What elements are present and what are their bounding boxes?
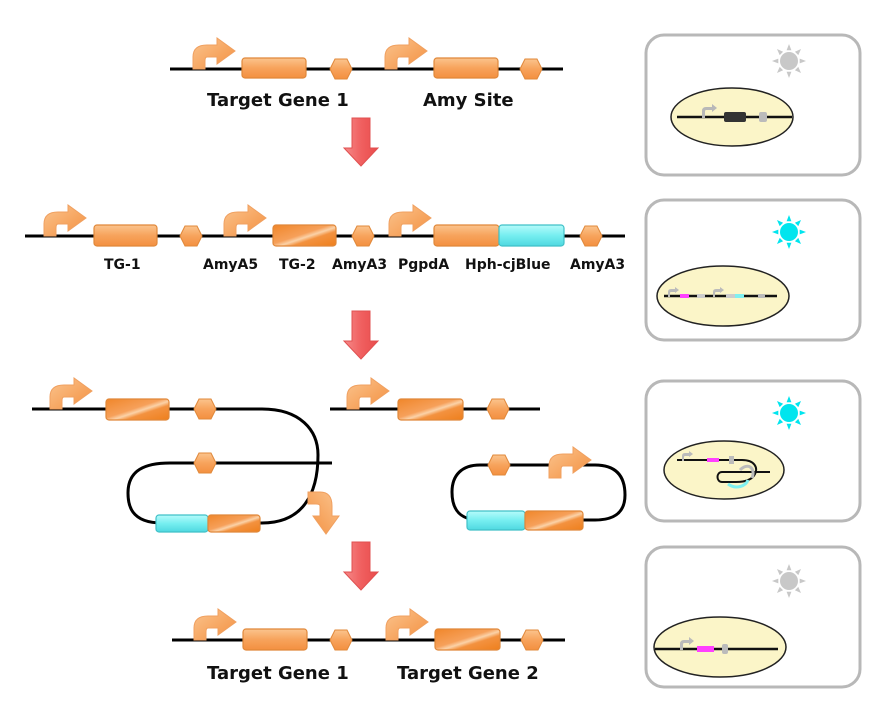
label-amy-site: Amy Site <box>423 90 514 111</box>
promoter-arrow-icon <box>307 491 340 535</box>
hexagon-site-icon <box>519 58 543 80</box>
gene-block-icon <box>433 57 499 79</box>
panel-4 <box>644 545 862 689</box>
hexagon-site-icon <box>487 454 511 476</box>
gene-block-icon <box>434 628 501 651</box>
panel-2 <box>644 198 862 342</box>
label-amya3-b: AmyA3 <box>570 257 626 273</box>
gene-block-icon <box>242 628 308 651</box>
promoter-arrow-icon <box>346 377 390 410</box>
gene-block-icon <box>105 398 170 421</box>
label-pgpda: PgpdA <box>398 257 450 273</box>
row4-construct <box>172 608 565 651</box>
row2-construct <box>25 204 625 247</box>
promoter-arrow-icon <box>548 446 592 479</box>
gene-block-icon <box>272 224 337 247</box>
label-tg-1: TG-1 <box>104 257 141 273</box>
label-target-gene-1: Target Gene 1 <box>207 90 349 111</box>
label-target-gene-2-final: Target Gene 2 <box>397 663 539 684</box>
gene-block-icon <box>524 510 584 531</box>
gene-block-icon <box>241 57 307 79</box>
promoter-arrow-icon <box>43 204 87 237</box>
hexagon-site-icon <box>329 58 353 80</box>
hexagon-site-icon <box>193 452 217 474</box>
promoter-arrow-icon <box>192 37 236 70</box>
gene-block-icon <box>207 514 261 533</box>
promoter-arrow-icon <box>388 204 432 237</box>
row1-construct <box>170 37 563 80</box>
promoter-arrow-icon <box>49 377 93 410</box>
gene-block-icon <box>466 510 526 531</box>
gene-block-icon <box>498 224 565 247</box>
hexagon-site-icon <box>193 398 217 420</box>
hexagon-site-icon <box>486 398 510 420</box>
hexagon-site-icon <box>579 225 603 247</box>
down-arrow-icon <box>342 541 380 591</box>
panel-3 <box>644 379 862 523</box>
light-sun-icon <box>772 396 806 430</box>
hexagon-site-icon <box>351 225 375 247</box>
down-arrow-icon <box>342 117 380 167</box>
label-target-gene-1-final: Target Gene 1 <box>207 663 349 684</box>
gene-block-icon <box>155 514 209 533</box>
hexagon-site-icon <box>329 629 353 651</box>
label-hph-cjblue: Hph-cjBlue <box>465 257 551 273</box>
light-sun-icon <box>772 564 806 598</box>
hexagon-site-icon <box>520 629 544 651</box>
gene-block-icon <box>433 224 500 247</box>
hexagon-site-icon <box>179 225 203 247</box>
panel-1 <box>644 33 862 177</box>
label-tg-2: TG-2 <box>279 257 316 273</box>
label-amya3-a: AmyA3 <box>332 257 388 273</box>
promoter-arrow-icon <box>193 608 237 641</box>
row3-recombination <box>32 377 627 535</box>
light-sun-icon <box>772 215 806 249</box>
gene-block-icon <box>93 224 158 247</box>
label-amya5: AmyA5 <box>203 257 259 273</box>
promoter-arrow-icon <box>223 204 267 237</box>
promoter-arrow-icon <box>385 608 429 641</box>
cell-icon <box>663 440 785 500</box>
cell-icon <box>653 616 787 678</box>
gene-block-icon <box>397 398 464 421</box>
down-arrow-icon <box>342 310 380 360</box>
light-sun-icon <box>772 44 806 78</box>
promoter-arrow-icon <box>384 37 428 70</box>
